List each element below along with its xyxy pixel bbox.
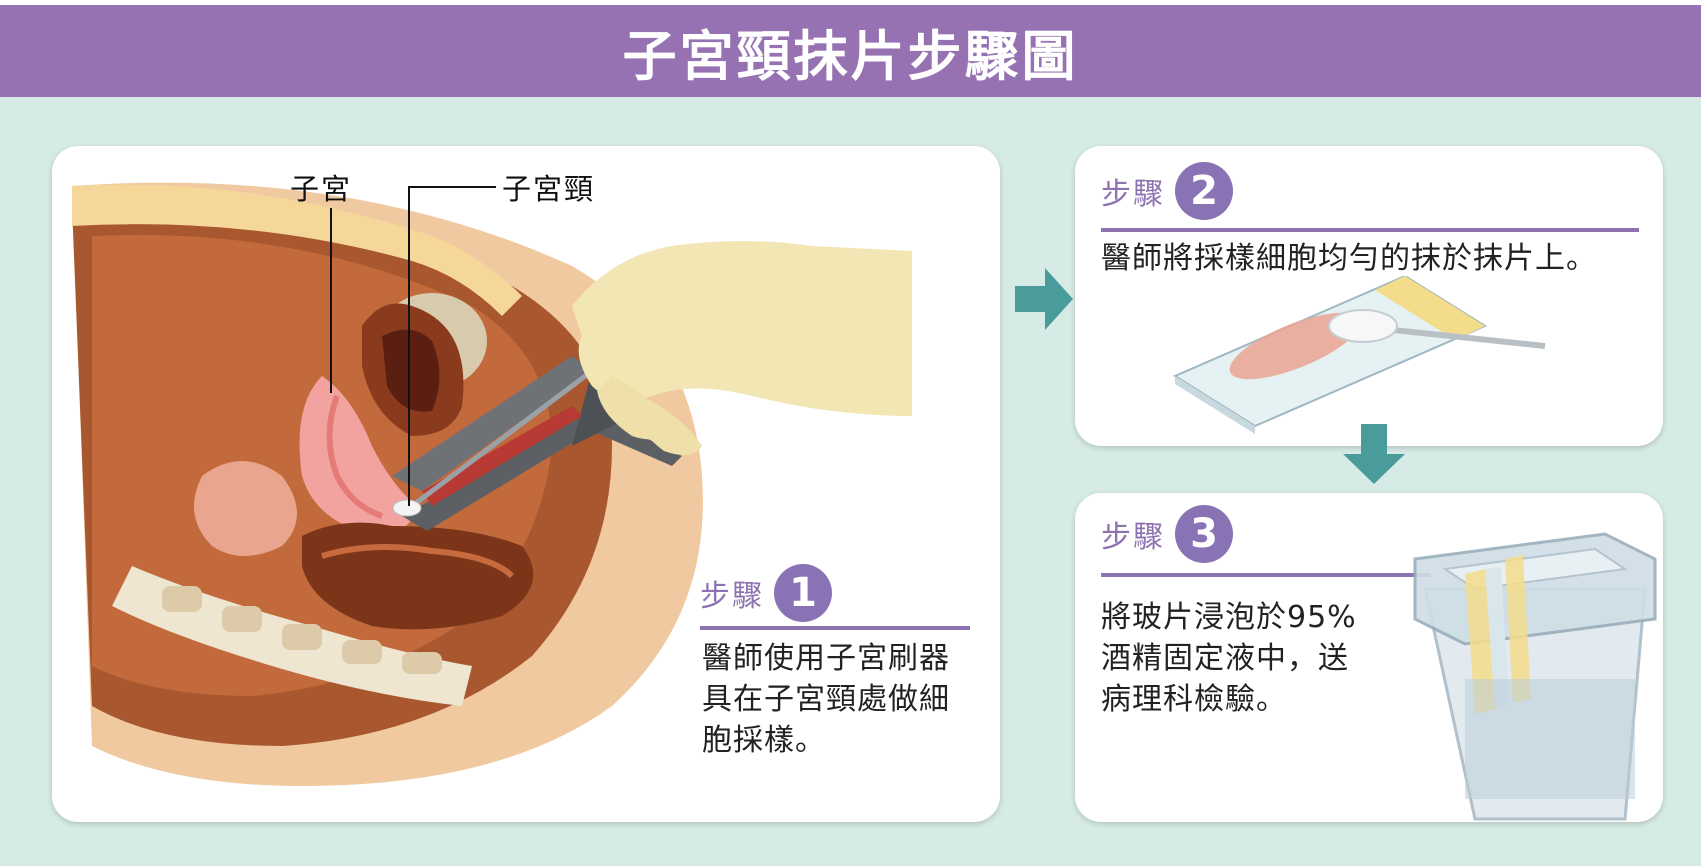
step3-description: 將玻片浸泡於95% 酒精固定液中，送 病理科檢驗。 bbox=[1101, 600, 1357, 717]
arrow-right-icon bbox=[1015, 268, 1073, 330]
step3-number-badge: 3 bbox=[1175, 505, 1233, 563]
step1-number-badge: 1 bbox=[774, 564, 832, 622]
step2-number-badge: 2 bbox=[1175, 162, 1233, 220]
leader-line-cervix-v bbox=[408, 186, 410, 506]
step3-heading: 步驟 3 bbox=[1101, 505, 1233, 563]
top-border bbox=[0, 0, 1701, 5]
arrow-down-icon bbox=[1343, 424, 1405, 484]
cervical-sampling-illustration bbox=[72, 182, 912, 786]
step2-word: 步驟 bbox=[1101, 177, 1165, 212]
step3-word: 步驟 bbox=[1101, 520, 1165, 555]
step1-word: 步驟 bbox=[700, 579, 764, 614]
step2-card: 步驟 2 醫師將採樣細胞均勻的抹於抹片上。 bbox=[1075, 146, 1663, 446]
title-banner: 子宮頸抹片步驟圖 bbox=[0, 5, 1701, 97]
step1-card: 子宮 子宮頸 步驟 1 醫師使用子宮刷器 具在子宮頸處做細 胞採樣。 bbox=[52, 146, 1000, 822]
fixative-jar-illustration bbox=[1413, 532, 1657, 821]
step1-description: 醫師使用子宮刷器 具在子宮頸處做細 胞採樣。 bbox=[702, 641, 950, 758]
leader-line-cervix-h bbox=[408, 186, 496, 188]
glass-slide-illustration bbox=[1172, 276, 1546, 434]
page-title: 子宮頸抹片步驟圖 bbox=[622, 24, 1079, 88]
step3-card: 步驟 3 將玻片浸泡於95% 酒精固定液中，送 病理科檢驗。 bbox=[1075, 493, 1663, 822]
label-cervix: 子宮頸 bbox=[502, 172, 596, 206]
step2-description: 醫師將採樣細胞均勻的抹於抹片上。 bbox=[1101, 241, 1597, 276]
step1-divider bbox=[700, 626, 970, 630]
step2-divider bbox=[1101, 228, 1639, 232]
step1-heading: 步驟 1 bbox=[700, 564, 832, 622]
step2-heading: 步驟 2 bbox=[1101, 162, 1233, 220]
leader-line-uterus bbox=[330, 208, 332, 393]
step3-divider bbox=[1101, 573, 1431, 577]
label-uterus: 子宮 bbox=[290, 172, 353, 206]
